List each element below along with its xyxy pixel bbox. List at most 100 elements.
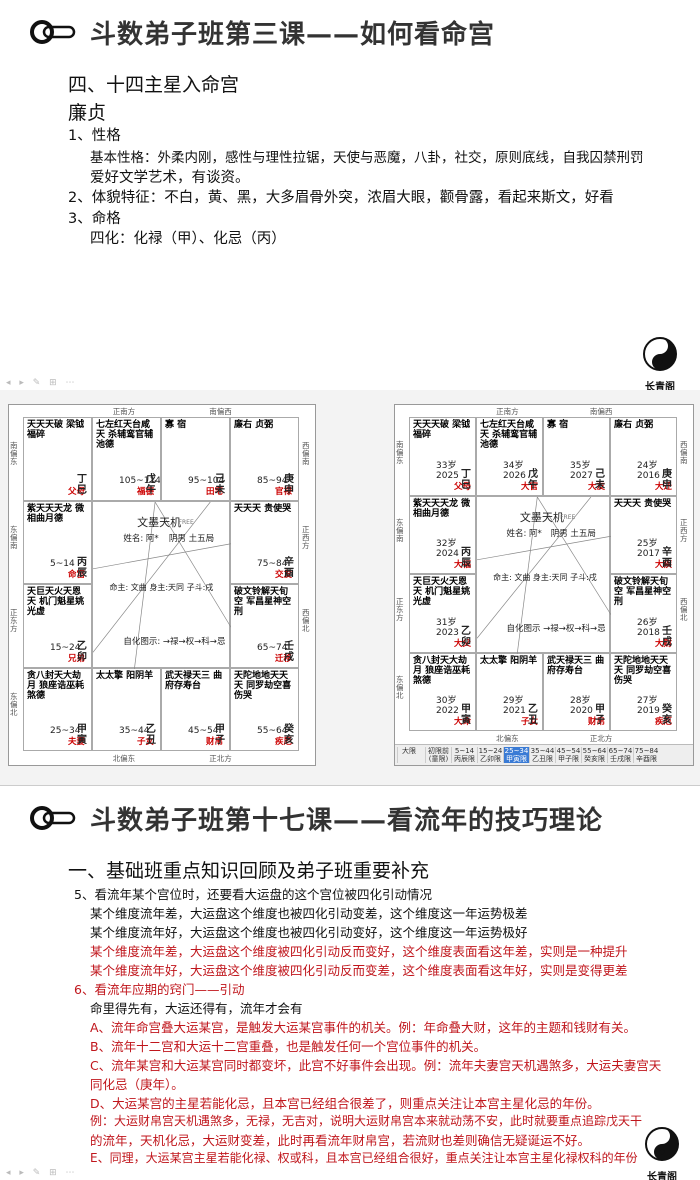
- page-title: 斗数弟子班第十七课——看流年的技巧理论: [90, 806, 604, 836]
- palace-range: 105~114: [119, 475, 161, 486]
- direction-label: 正南方: [112, 407, 136, 416]
- text-line: D、大运某宫的主星若能化忌，且本宫已经组合很差了，则重点关注让本宫主星化忌的年份…: [90, 1096, 600, 1111]
- text-line: A、流年命宫叠大运某宫，是触发大运某宫事件的机关。例：年命叠大财，这年的主题和钱…: [90, 1020, 637, 1035]
- palace-stem: 乙丑: [528, 704, 538, 726]
- brand-mark: 长青阁: [638, 336, 682, 391]
- palace-stars: 七左红天台咸天 杀辅鸾官辅池德: [96, 420, 154, 450]
- palace-name: 田宅: [206, 486, 224, 497]
- decade-tab[interactable]: 25~34 甲寅限: [503, 747, 529, 763]
- palace-range: 24岁 2016: [637, 460, 660, 481]
- palace-stars: 天天天破 梁钺福碎: [413, 420, 471, 440]
- palace-stars: 紫天天天龙 微相曲月德: [27, 503, 85, 524]
- slide-controls[interactable]: ◂ ▸ ✎ ⊞ ⋯: [6, 1168, 78, 1178]
- slide-lesson-17: 斗数弟子班第十七课——看流年的技巧理论 一、基础班重点知识回顾及弟子班重要补充 …: [0, 786, 700, 1180]
- palace-stem: 丙辰: [77, 557, 87, 579]
- name-line: 姓名: 阿*: [123, 533, 159, 544]
- decade-tab[interactable]: 初限前(童限): [425, 747, 451, 763]
- decade-tab[interactable]: 15~24 乙卯限: [477, 747, 503, 763]
- palace-range: 65~74: [257, 642, 288, 653]
- direction-label: 东偏南: [396, 518, 404, 544]
- palace-stars: 贪八封天大劫月 狼座诰巫耗煞德: [27, 670, 85, 701]
- direction-label: 东偏南: [10, 524, 18, 550]
- brand-label: 长青阁: [647, 1172, 677, 1180]
- star-name: 廉贞: [68, 102, 107, 124]
- yin-yang-icon: [643, 337, 677, 371]
- palace-name: 财帛: [206, 737, 224, 747]
- palace-stem: 甲寅: [77, 724, 87, 746]
- decade-tab[interactable]: 75~84 辛酉限: [633, 747, 659, 763]
- decade-tab[interactable]: 65~74 壬戌限: [607, 747, 633, 763]
- palace-name: 大疾: [655, 560, 673, 570]
- palace-stars: 寡 宿: [547, 420, 569, 430]
- direction-label: 西偏南: [302, 441, 310, 467]
- master-line: 命主: 文曲 身主:天同 子斗:戌: [109, 582, 214, 592]
- palace-range: 25岁 2017: [637, 539, 660, 559]
- palace-range: 33岁 2025: [436, 460, 459, 481]
- palace-name: 交友: [275, 570, 293, 580]
- direction-label: 正东方: [10, 608, 18, 634]
- palace-stars: 廉右 贞弼: [234, 420, 274, 430]
- sihua-lines: [477, 496, 611, 654]
- direction-label: 西偏北: [680, 596, 688, 622]
- palace-cell[interactable]: 天天天破 梁钺福碎父母丁巳: [23, 417, 92, 501]
- brand-mark: 长青阁: [640, 1126, 684, 1180]
- decade-tab[interactable]: 55~64 癸亥限: [581, 747, 607, 763]
- brand-label: 长青阁: [645, 382, 675, 391]
- palace-range: 85~94: [257, 475, 288, 486]
- palace-name: 大福: [454, 560, 472, 570]
- direction-label: 正南方: [496, 407, 519, 416]
- palace-stem: 甲子: [215, 724, 225, 746]
- palace-stars: 紫天天天龙 微相曲月德: [413, 498, 471, 519]
- palace-stars: 破文铃解天旬空 军昌星神空刑: [614, 577, 672, 607]
- slide-header: 斗数弟子班第三课——如何看命宫: [0, 0, 700, 64]
- decade-tab[interactable]: 35~44 乙丑限: [529, 747, 555, 763]
- palace-name: 夫妻: [68, 737, 86, 747]
- text-line: 6、看流年应期的窍门——引动: [74, 982, 245, 997]
- slide-controls[interactable]: ◂ ▸ ✎ ⊞ ⋯: [6, 378, 78, 388]
- decade-tab[interactable]: 5~14 丙辰限: [451, 747, 477, 763]
- sihua-lines: [93, 501, 231, 669]
- decade-tab[interactable]: 大限: [397, 747, 420, 763]
- palace-name: 福德: [137, 486, 155, 497]
- direction-label: 正西方: [302, 524, 310, 550]
- palace-name: 父母: [454, 481, 472, 492]
- palace-name: 疾厄: [655, 717, 673, 727]
- direction-label: 南偏西: [589, 407, 613, 416]
- palace-name: 大财: [655, 638, 673, 649]
- palace-stars: 天巨天火天恩天 机门魁星姚光虚: [413, 577, 471, 607]
- palace-name: 大迁: [655, 481, 673, 492]
- decade-tab[interactable]: 45~54 甲子限: [555, 747, 581, 763]
- palace-name: 子女: [521, 717, 539, 727]
- palace-stars: 天陀地地天天天 同罗劫空喜伤哭: [234, 670, 292, 701]
- gender-line: 阴男 土五局: [168, 533, 215, 544]
- palace-stars: 武天禄天三 曲府存寿台: [547, 655, 605, 676]
- palace-name: 官禄: [275, 486, 293, 497]
- name-line: 姓名: 阿*: [506, 528, 542, 539]
- palace-range: 25~34: [50, 726, 81, 736]
